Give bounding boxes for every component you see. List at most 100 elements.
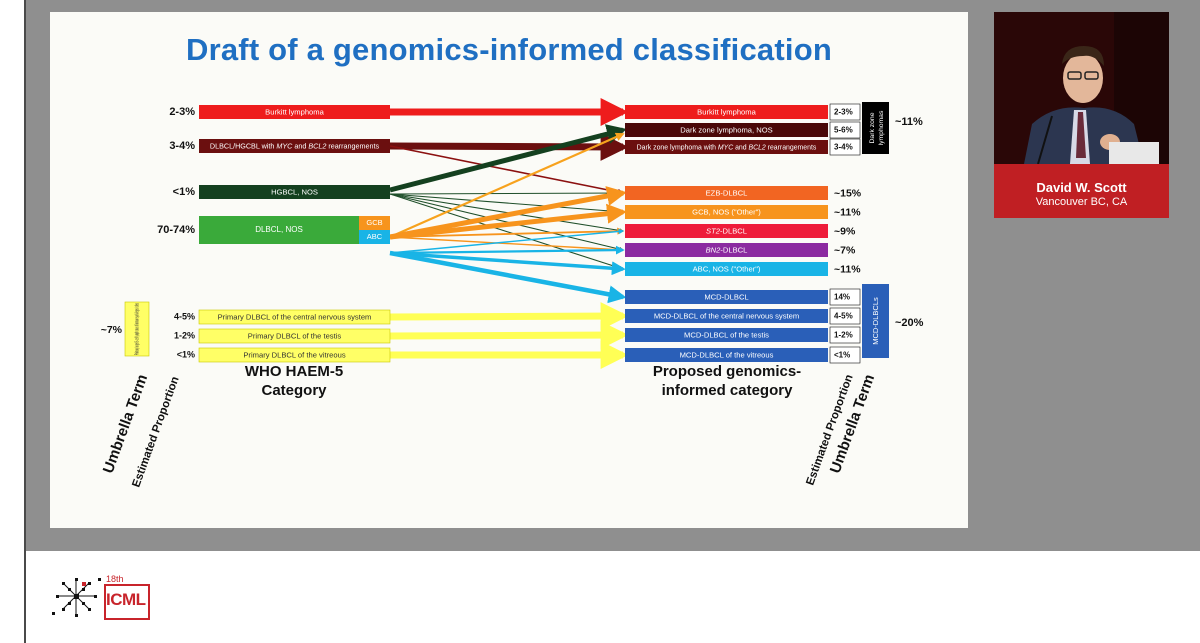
genomic-box-label: ABC, NOS ("Other") <box>693 265 761 274</box>
icml-edition: 18th <box>106 574 124 584</box>
arrow-hgbcl-to-dzl <box>389 124 627 193</box>
genomic-umbrella-label: Dark zone <box>869 112 876 143</box>
pixel-network-icon <box>52 578 101 617</box>
genomic-caption: Proposed genomics- <box>653 363 801 380</box>
who-pct: 70-74% <box>157 224 195 236</box>
genomic-box-label: Dark zone lymphoma, NOS <box>680 126 772 135</box>
genomic-box-label: MCD-DLBCL of the testis <box>684 331 769 340</box>
who-subbox-abc <box>359 230 390 244</box>
speaker-name: David W. Scott <box>1036 180 1127 195</box>
who-pct: 3-4% <box>169 140 195 152</box>
who-pct: <1% <box>173 186 196 198</box>
genomic-box <box>625 290 828 304</box>
genomic-pct: 3-4% <box>834 143 853 152</box>
genomic-box <box>625 105 828 119</box>
who-pct: 4-5% <box>174 311 195 321</box>
footer-bar <box>26 551 1200 643</box>
who-subbox-label: GCB <box>366 218 382 227</box>
genomic-pct: ~11% <box>834 263 861 275</box>
who-umbrella-box <box>124 301 150 357</box>
genomic-pct: 5-6% <box>834 126 853 135</box>
icml-logo: 18th ICML <box>48 574 150 622</box>
arrow-gcb-to-st2 <box>389 227 625 238</box>
who-box-label: DLBCL, NOS <box>255 225 303 234</box>
who-box-label: Primary DLBCL of the central nervous sys… <box>218 313 372 322</box>
genomic-pct-cell <box>829 288 861 306</box>
genomic-box-label: BN2-DLBCL <box>706 246 748 255</box>
genomic-pct: ~15% <box>834 187 862 199</box>
arrow-testis <box>389 321 629 350</box>
who-box <box>198 328 391 344</box>
genomic-box-label: MCD-DLBCL of the vitreous <box>680 351 774 360</box>
genomic-umbrella-mcd <box>862 284 889 358</box>
who-subbox-label: ABC <box>367 232 383 241</box>
who-caption: WHO HAEM-5 <box>245 363 343 380</box>
genomic-pct: ~7% <box>834 244 856 256</box>
speaker-video-feed <box>994 12 1169 164</box>
who-box <box>198 309 391 325</box>
speaker-nameplate: David W. Scott Vancouver BC, CA <box>994 164 1169 218</box>
who-box-label: Burkitt lymphoma <box>265 108 324 117</box>
speaker-location: Vancouver BC, CA <box>1035 196 1128 208</box>
genomic-umbrella-label: MCD-DLBCLs <box>871 297 880 345</box>
genomic-box-label: Burkitt lymphoma <box>697 108 756 117</box>
genomic-umbrella-dark-zone <box>862 102 889 154</box>
speaker-camera <box>994 12 1169 164</box>
genomic-box <box>625 309 828 323</box>
genomic-caption: informed category <box>662 382 794 399</box>
genomic-box-label: Dark zone lymphoma with MYC and BCL2 rea… <box>637 144 817 151</box>
arrow-abc-to-bn2 <box>389 245 625 255</box>
genomic-box-label: MCD-DLBCL of the central nervous system <box>654 312 799 321</box>
arrow-abc-to-st2 <box>389 228 625 254</box>
who-box <box>199 185 390 199</box>
arrow-hgbcl-fan <box>389 193 624 271</box>
genomic-box-label: GCB, NOS ("Other") <box>692 208 761 217</box>
genomic-pct: <1% <box>834 351 850 360</box>
genomic-box <box>625 224 828 238</box>
arrow-abc-to-abc-nos <box>389 251 626 276</box>
who-pct: 1-2% <box>174 330 195 340</box>
genomic-box <box>625 243 828 257</box>
genomic-pct: 2-3% <box>834 108 853 117</box>
who-box <box>198 347 391 363</box>
genomic-box-label: ST2-DLBCL <box>706 227 747 236</box>
who-subbox-gcb <box>359 216 390 230</box>
stage-divider <box>24 0 26 643</box>
genomic-pct: 1-2% <box>834 331 853 340</box>
genomic-pct-cell <box>829 103 861 121</box>
genomic-pct-cell <box>829 307 861 325</box>
who-umbrella-label: Primary large B-cell lymphoma of immune-… <box>134 303 140 355</box>
slide-title: Draft of a genomics-informed classificat… <box>186 32 832 67</box>
arrow-gcb-to-dzl <box>389 132 625 239</box>
genomic-box <box>625 328 828 342</box>
who-caption: Category <box>261 382 327 399</box>
genomic-pct-cell <box>829 346 861 364</box>
who-box-label: HGBCL, NOS <box>271 188 318 197</box>
genomic-box <box>625 348 828 362</box>
genomic-pct-cell <box>829 121 861 139</box>
page-left-margin <box>0 0 26 643</box>
genomic-pct-cell <box>829 326 861 344</box>
genomic-pct: ~11% <box>834 206 861 218</box>
presentation-slide: Draft of a genomics-informed classificat… <box>50 12 968 528</box>
who-pct: <1% <box>177 349 195 359</box>
who-box-dlbcl-nos <box>199 216 359 244</box>
arrow-abc-to-mcd <box>389 250 627 304</box>
arrow-hgbcl-fan <box>389 193 624 214</box>
who-box <box>199 105 390 119</box>
icml-wordmark: ICML <box>106 590 146 609</box>
genomic-umbrella-pct: ~11% <box>895 116 923 128</box>
genomic-pct-cell <box>829 138 861 156</box>
genomic-box <box>625 140 828 154</box>
arrow-dhit-to-dzl <box>389 132 629 161</box>
genomic-box <box>625 186 828 200</box>
genomic-box <box>625 205 828 219</box>
arrow-cns <box>389 302 629 331</box>
who-box-label: Primary DLBCL of the testis <box>248 332 342 341</box>
arrow-gcb-to-bn2 <box>389 236 625 253</box>
genomic-umbrella-label: lymphomas <box>878 110 885 145</box>
genomic-pct: ~9% <box>834 225 856 237</box>
who-pct: 2-3% <box>169 106 195 118</box>
arrow-hgbcl-fan <box>389 190 624 196</box>
